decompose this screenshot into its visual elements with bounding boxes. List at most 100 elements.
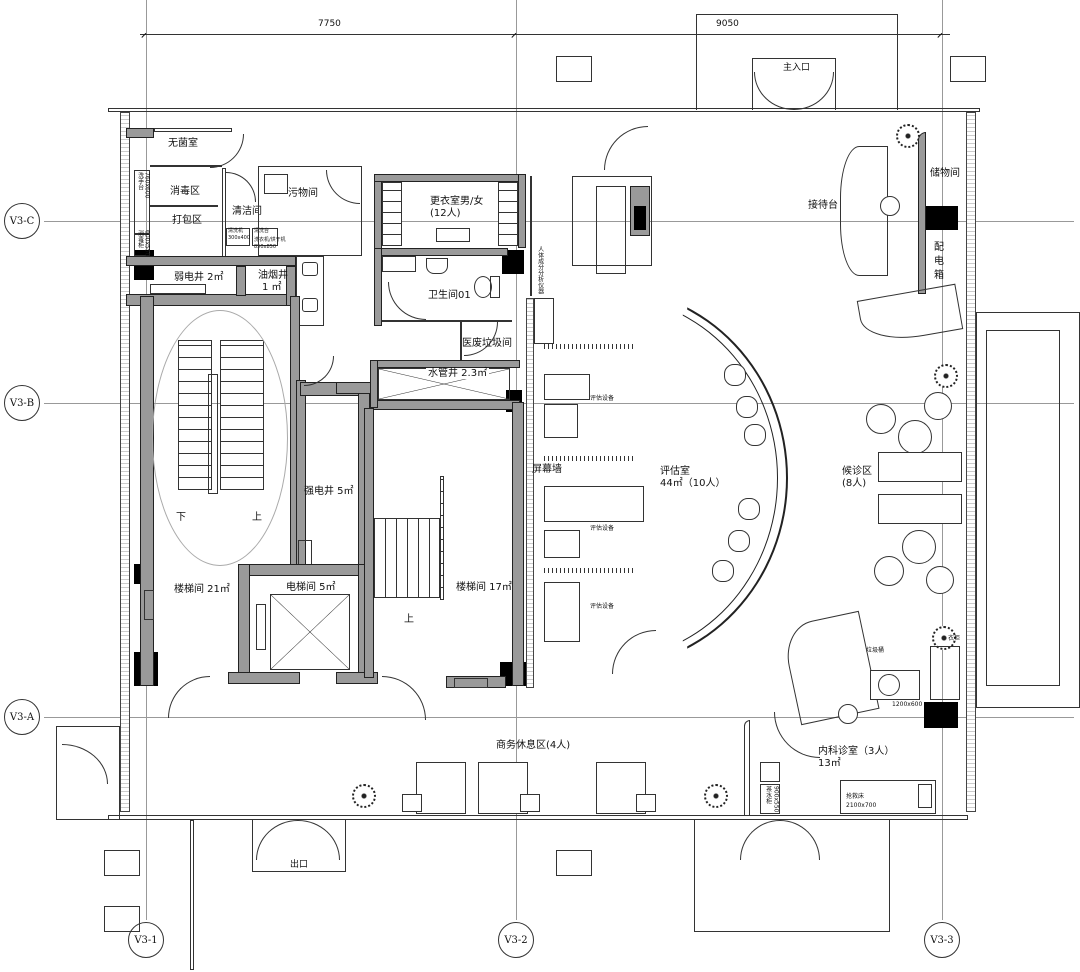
assessment-door-top[interactable]: [604, 126, 648, 170]
external-window: [556, 850, 592, 876]
wall: [370, 360, 378, 408]
bed-side-table: [918, 784, 932, 808]
wall: [126, 128, 154, 138]
body-analyzer-label: 人体成分分析仪器: [536, 246, 544, 294]
chair: [728, 530, 750, 552]
washer-dryer-size: 850x850: [254, 244, 277, 250]
bench: [878, 452, 962, 482]
right-terrace-inner: [986, 330, 1060, 686]
toilet-bowl: [474, 276, 492, 298]
reception-back-room: [572, 176, 652, 266]
waste-bin-label: 垃圾桶: [866, 647, 885, 654]
eval-equipment-1: [544, 404, 578, 438]
wall: [154, 128, 232, 132]
stair-landing-arc: [152, 310, 288, 566]
chair: [724, 364, 746, 386]
elevator-shaft: [270, 594, 350, 670]
wall: [236, 266, 246, 296]
sink-1-label: 洗手台: [136, 172, 144, 190]
wall: [518, 174, 526, 248]
rescue-bed-size: 2100x700: [846, 802, 877, 809]
chair: [744, 424, 766, 446]
stair-up-label-2: 上: [404, 614, 414, 625]
wall: [364, 408, 374, 678]
weak-shaft-label: 弱电井 2㎡: [174, 272, 224, 283]
structural-column: [634, 206, 646, 230]
washer-2-label: 清洗台: [254, 228, 270, 234]
chair: [712, 560, 734, 582]
dimension-right: 9050: [716, 19, 739, 29]
wall: [370, 360, 520, 368]
eval-table: [544, 374, 590, 400]
cabinet: [134, 234, 150, 256]
lounge-desk: [478, 762, 528, 814]
wardrobe: [930, 646, 960, 700]
lounge-chair: [874, 556, 904, 586]
sterile-room-label: 无菌室: [168, 138, 198, 149]
toilet-tank: [490, 276, 500, 298]
eval-table: [544, 486, 644, 522]
assessment-door-bottom[interactable]: [612, 630, 656, 674]
wall: [296, 380, 306, 566]
stair-21-door[interactable]: [168, 676, 210, 718]
curtain-wall-right: [966, 112, 976, 812]
curved-counter: [856, 283, 964, 347]
structural-column: [924, 206, 958, 230]
axis-bubble-v3a: V3-A: [4, 699, 40, 735]
toilet-partition: [382, 256, 416, 272]
screen-projection: [544, 344, 634, 349]
axis-bubble-v3b: V3-B: [4, 385, 40, 421]
rescue-bed: [840, 780, 936, 814]
lounge-chair: [926, 566, 954, 594]
water-shaft-label: 水管井 2.3㎡: [426, 368, 490, 379]
coffee-table: [898, 420, 932, 454]
stair-17-door[interactable]: [382, 676, 426, 720]
dist-box-label-2: 电: [934, 256, 944, 267]
washer-1-size: 300x400: [228, 235, 251, 241]
elevator-counterweight: [256, 604, 266, 650]
dimension-line: [140, 34, 950, 35]
curved-partition: [744, 720, 750, 816]
waiting-area-label: 候诊区: [842, 466, 872, 477]
bench: [878, 494, 962, 524]
wardrobe-label: 衣柜: [948, 635, 961, 642]
left-annex: [56, 726, 120, 820]
sterile-room-door[interactable]: [210, 134, 244, 168]
internal-med-door[interactable]: [774, 712, 820, 758]
wall: [238, 564, 250, 684]
external-window: [104, 906, 140, 932]
wall: [918, 132, 926, 294]
exit-ramp-left: [190, 820, 194, 970]
locker-room-label: 更衣室男/女: [430, 196, 484, 207]
sink-2-label: 消毒柜: [136, 230, 144, 248]
lounge-chair-box: [636, 794, 656, 812]
wall: [512, 402, 524, 686]
tea-cabinet: [760, 784, 780, 814]
screen-projection: [544, 456, 634, 461]
external-window: [104, 850, 140, 876]
axis-line-v3a: [44, 717, 1074, 718]
coffee-table: [902, 530, 936, 564]
cleaning-room-door[interactable]: [226, 172, 256, 202]
axis-bubble-v3c: V3-C: [4, 203, 40, 239]
lounge-chair: [866, 404, 896, 434]
wall: [228, 672, 300, 684]
wall: [238, 564, 370, 576]
internal-med-area: 13㎡: [818, 758, 841, 769]
outer-wall-top: [108, 108, 980, 112]
washer-dryer-label: 洗衣机/烘干机: [254, 237, 286, 243]
stair-17-cabinet: [454, 678, 488, 688]
strong-shaft-label: 强电井 5㎡: [304, 486, 354, 497]
dist-box-label-1: 配: [934, 242, 944, 253]
entrance-vestibule: [752, 58, 836, 110]
assessment-room-label: 评估室: [660, 466, 690, 477]
toilet-sink: [426, 258, 448, 274]
partition: [150, 165, 222, 167]
external-window: [950, 56, 986, 82]
lounge-label: 商务休息区(4人): [496, 740, 571, 751]
tea-table-label: 茶水柜: [764, 786, 772, 804]
exit-label: 出口: [290, 860, 309, 870]
plant-icon: [704, 784, 728, 808]
rescue-bed-label: 抢救床: [846, 793, 865, 800]
toilet-door[interactable]: [388, 282, 426, 320]
